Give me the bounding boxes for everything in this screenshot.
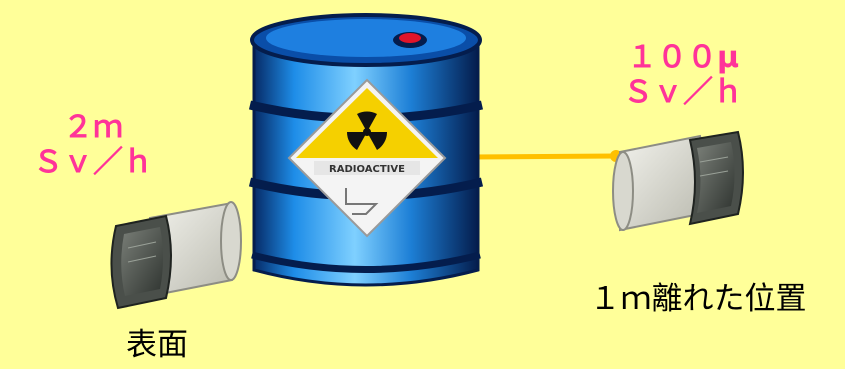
hazard-label-text: RADIOACTIVE: [329, 164, 405, 175]
distance-connector-line: [464, 150, 622, 163]
distance-caption: １ｍ離れた位置: [548, 281, 845, 318]
surface-caption: 表面: [92, 327, 222, 364]
survey-meter-distant-icon: [613, 132, 743, 230]
distant-dose-reading: １００μ Ｓｖ／ｈ: [588, 40, 778, 111]
surface-dose-reading: ２ｍ Ｓｖ／ｈ: [8, 110, 178, 181]
survey-meter-surface-icon: [111, 202, 241, 308]
